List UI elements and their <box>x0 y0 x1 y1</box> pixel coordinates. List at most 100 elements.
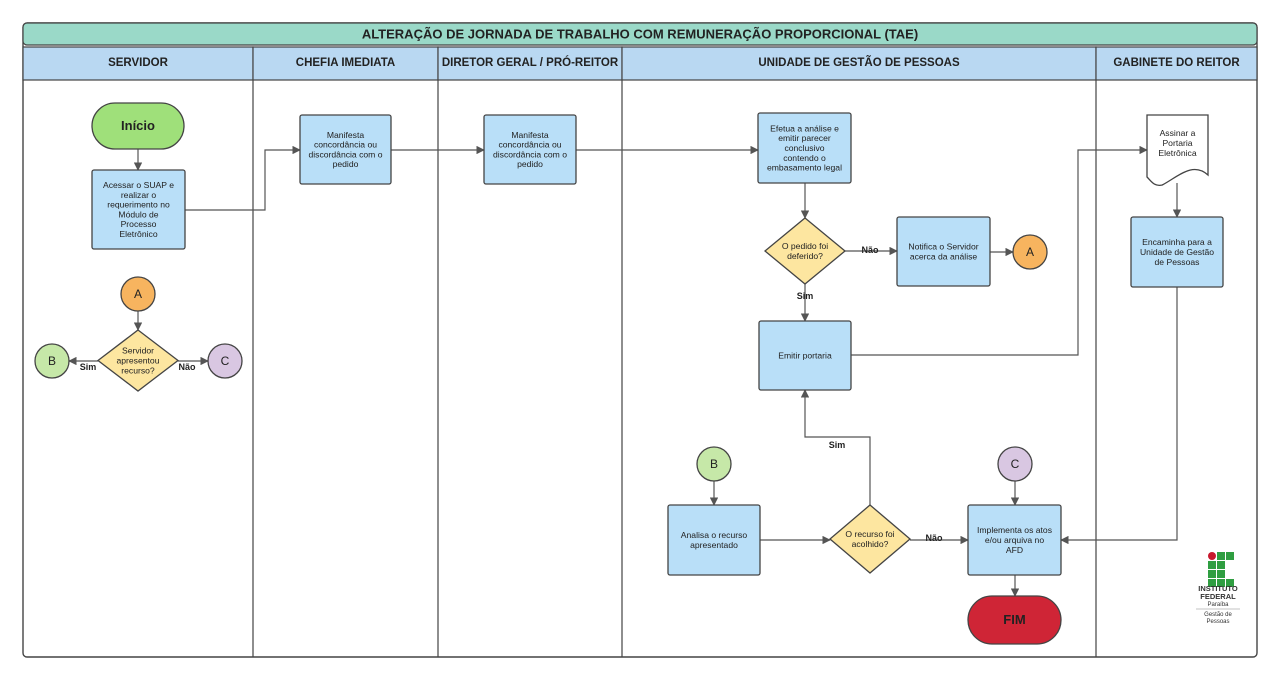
node-analisa-recurso-line: apresentado <box>690 540 738 550</box>
node-implementa-line: e/ou arquiva no <box>985 535 1044 545</box>
node-assinar-line: Assinar a <box>1160 128 1196 138</box>
lane-title-diretor: DIRETOR GERAL / PRÓ-REITOR <box>442 56 619 69</box>
lane-header-chefia <box>252 46 439 81</box>
node-conn-c2-line: C <box>1011 457 1020 471</box>
node-emitir: Emitir portaria <box>758 320 852 391</box>
edge-label: Sim <box>797 291 814 301</box>
lane-title-gabinete: GABINETE DO REITOR <box>1113 57 1240 69</box>
node-acessar-line: Acessar o SUAP e <box>103 180 174 190</box>
edge-label: Não <box>178 362 196 372</box>
node-diretor-manifesta-line: concordância ou <box>498 140 561 150</box>
edge-acolhido-to-emitir <box>800 389 871 505</box>
edge-acessar-to-chefia-manifesta <box>185 145 301 211</box>
node-fim-line: FIM <box>1003 612 1025 627</box>
lane-header-gabinete <box>1095 46 1258 81</box>
node-chefia-manifesta-line: pedido <box>333 159 359 169</box>
node-acessar-line: Eletrônico <box>119 229 157 239</box>
node-deferido-line: O pedido foi <box>782 241 828 251</box>
node-acessar-line: Módulo de <box>118 209 158 219</box>
diagram-title: ALTERAÇÃO DE JORNADA DE TRABALHO COM REM… <box>362 27 918 42</box>
node-analisa-recurso-line: Analisa o recurso <box>681 530 748 540</box>
edge-label: Não <box>861 245 879 255</box>
node-fim: FIM <box>967 595 1062 645</box>
node-encaminha-line: Unidade de Gestão <box>1140 247 1214 257</box>
node-analise-line: embasamento legal <box>767 163 842 173</box>
node-recurso-servidor-line: recurso? <box>121 365 155 375</box>
logo-red-circle <box>1208 552 1216 560</box>
node-analise-line: Efetua a análise e <box>770 123 839 133</box>
edge-encaminha-to-implementa <box>1060 287 1178 545</box>
node-conn-b2-line: B <box>710 457 718 471</box>
node-encaminha-line: Encaminha para a <box>1142 237 1212 247</box>
node-acolhido-line: O recurso foi <box>845 529 894 539</box>
logo-square <box>1217 561 1225 569</box>
node-analise-line: emitir parecer <box>778 133 831 143</box>
diagram-frame <box>22 22 1258 658</box>
node-conn-a2-line: A <box>134 287 142 301</box>
node-diretor-manifesta-line: discordância com o <box>493 149 567 159</box>
node-acolhido-line: acolhido? <box>852 539 889 549</box>
node-implementa-line: Implementa os atos <box>977 525 1052 535</box>
edge-label: Sim <box>829 440 846 450</box>
node-conn-b2: B <box>696 446 732 482</box>
logo-line-gestao: Gestão de <box>1204 612 1232 618</box>
node-conn-a1-line: A <box>1026 245 1034 259</box>
edges-layer <box>68 145 1182 597</box>
logo-square <box>1226 579 1234 587</box>
lane-title-servidor: SERVIDOR <box>108 57 169 69</box>
lane-headers: SERVIDOR CHEFIA IMEDIATA DIRETOR GERAL /… <box>22 46 1258 81</box>
edge-label: Sim <box>80 362 97 372</box>
lane-header-diretor <box>437 46 623 81</box>
node-acessar-line: Processo <box>121 219 157 229</box>
institute-logo: INSTITUTO FEDERAL Paraíba Gestão de Pess… <box>1196 552 1240 625</box>
node-recurso-servidor-line: apresentou <box>116 356 159 366</box>
title-bar <box>22 22 1258 46</box>
logo-line-federal: FEDERAL <box>1200 592 1236 601</box>
node-diretor-manifesta-line: Manifesta <box>511 130 548 140</box>
logo-line-instituto: INSTITUTO <box>1198 584 1238 593</box>
logo-square <box>1217 570 1225 578</box>
lane-dividers <box>252 80 1097 657</box>
node-analise-line: conclusivo <box>784 143 824 153</box>
node-conn-a2: A <box>120 276 156 312</box>
lane-title-chefia: CHEFIA IMEDIATA <box>296 57 395 69</box>
lane-header-ugp <box>621 46 1097 81</box>
node-chefia-manifesta-line: Manifesta <box>327 130 364 140</box>
logo-square <box>1208 561 1216 569</box>
node-conn-a1: A <box>1012 234 1048 270</box>
node-conn-c2: C <box>997 446 1033 482</box>
node-encaminha-line: de Pessoas <box>1155 257 1200 267</box>
logo-square <box>1217 579 1225 587</box>
node-emitir-line: Emitir portaria <box>778 351 832 361</box>
node-recurso-servidor-line: Servidor <box>122 346 154 356</box>
node-conn-b1: B <box>34 343 70 379</box>
lane-title-ugp: UNIDADE DE GESTÃO DE PESSOAS <box>758 56 960 69</box>
lane-header-servidor <box>22 46 254 81</box>
logo-green-squares <box>1208 552 1234 587</box>
node-assinar-line: Portaria <box>1162 138 1192 148</box>
edge-label: Não <box>925 533 943 543</box>
logo-square <box>1208 570 1216 578</box>
node-conn-c1-line: C <box>221 354 230 368</box>
logo-square <box>1226 552 1234 560</box>
logo-line-paraiba: Paraíba <box>1207 602 1229 608</box>
node-inicio-line: Início <box>121 118 155 133</box>
node-implementa-line: AFD <box>1006 545 1023 555</box>
logo-line-pessoas: Pessoas <box>1206 619 1229 625</box>
node-diretor-manifesta-line: pedido <box>517 159 543 169</box>
node-analise-line: contendo o <box>783 153 826 163</box>
node-deferido-line: deferido? <box>787 251 823 261</box>
